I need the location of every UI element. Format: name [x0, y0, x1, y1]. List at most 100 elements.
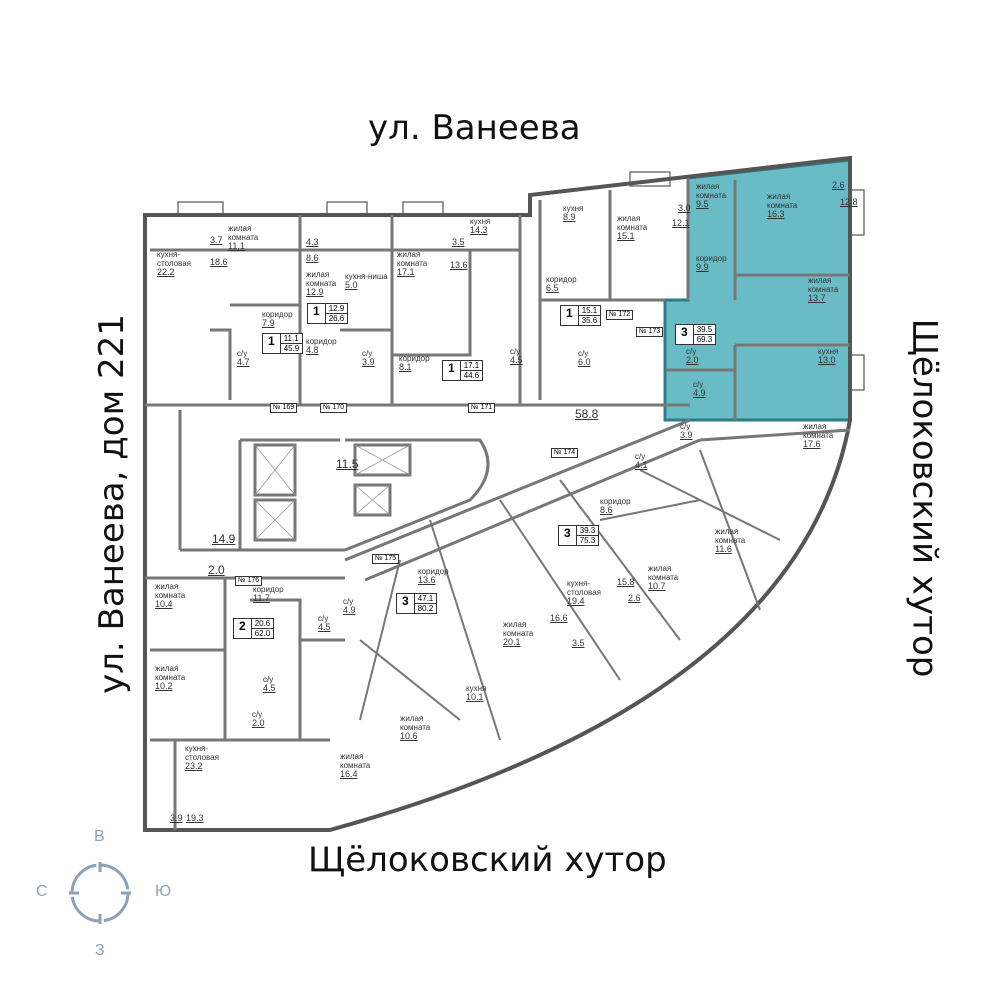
room-name: кухня- столовая [567, 579, 601, 597]
apartment-number: № 170 [320, 403, 348, 413]
room-area: 4.3 [306, 237, 319, 247]
apartment-total-area: 35.6 [581, 316, 598, 325]
room-name: коридор [696, 254, 727, 263]
room-area: 13.6 [450, 260, 468, 270]
apartment-number: № 174 [551, 448, 579, 458]
room-area: 3.9 [680, 430, 693, 440]
room-name: жилая комната [155, 664, 186, 682]
radial-walls [359, 449, 781, 741]
apartment-living-area: 17.1 [460, 361, 483, 371]
room-name: с/у [318, 614, 329, 623]
room-name: с/у [680, 422, 691, 431]
apartment-room-count: 3 [397, 594, 415, 613]
room-label: 2.6 [628, 594, 641, 603]
room-area: 8.1 [399, 362, 412, 372]
room-name: коридор [253, 585, 284, 594]
room-label: 12.8 [840, 198, 858, 207]
room-area: 23.2 [185, 761, 203, 771]
room-area: 15.8 [617, 577, 635, 587]
apartment-number: № 169 [270, 403, 298, 413]
room-name: с/у [578, 349, 589, 358]
room-label: 15.8 [617, 578, 635, 587]
room-area: 6.5 [546, 283, 559, 293]
apartment-number: № 171 [468, 403, 496, 413]
street-label-top: ул. Ванеева [368, 108, 581, 148]
room-area: 2.6 [628, 593, 641, 603]
room-area: 11.1 [228, 241, 245, 251]
room-area: 10.7 [648, 581, 666, 591]
room-area: 4.8 [306, 345, 319, 355]
room-area: 9.9 [696, 262, 709, 272]
room-name: коридор [418, 567, 449, 576]
room-area: 4.1 [635, 460, 648, 470]
room-name: кухня [563, 204, 584, 213]
room-name: с/у [510, 347, 521, 356]
room-name: кухня [466, 684, 487, 693]
compass-icon [69, 862, 131, 924]
room-label: 3.0 [678, 204, 691, 213]
room-area: 19.4 [567, 596, 585, 606]
room-label: 3.9 [170, 814, 183, 823]
street-label-right: Щёлоковский хутор [904, 318, 945, 678]
room-label: 58.8 [575, 408, 598, 420]
room-area: 20.1 [503, 637, 521, 647]
room-name: с/у [252, 710, 263, 719]
room-area: 3.5 [452, 237, 465, 247]
room-area: 19.3 [186, 813, 204, 823]
room-label: 3.5 [572, 639, 585, 648]
room-area: 8.6 [600, 505, 613, 515]
street-label-bottom: Щёлоковский хутор [308, 840, 667, 880]
apartment-room-count: 3 [559, 526, 577, 545]
lobby-walls [178, 410, 490, 552]
room-area: 13.6 [418, 575, 436, 585]
room-name: с/у [343, 597, 354, 606]
room-name: коридор [546, 275, 577, 284]
room-area: 11.7 [253, 593, 270, 603]
room-area: 2.0 [208, 563, 225, 577]
room-name: кухня-ниша [345, 272, 388, 281]
room-area: 16.3 [767, 209, 785, 219]
room-label: 19.3 [186, 814, 204, 823]
room-name: жилая комната [306, 270, 337, 288]
room-name: с/у [686, 347, 697, 356]
room-name: жилая комната [648, 564, 679, 582]
apartment-room-count: 1 [443, 361, 461, 380]
room-name: коридор [399, 354, 430, 363]
apartment-living-area: 15.1 [578, 306, 601, 316]
room-area: 2.0 [252, 718, 265, 728]
room-label: 13.6 [450, 261, 468, 270]
room-area: 4.5 [510, 355, 523, 365]
room-name: кухня- столовая [185, 744, 219, 762]
room-area: 3.9 [362, 357, 375, 367]
room-area: 2.0 [686, 355, 699, 365]
room-label: 14.9 [212, 533, 235, 545]
